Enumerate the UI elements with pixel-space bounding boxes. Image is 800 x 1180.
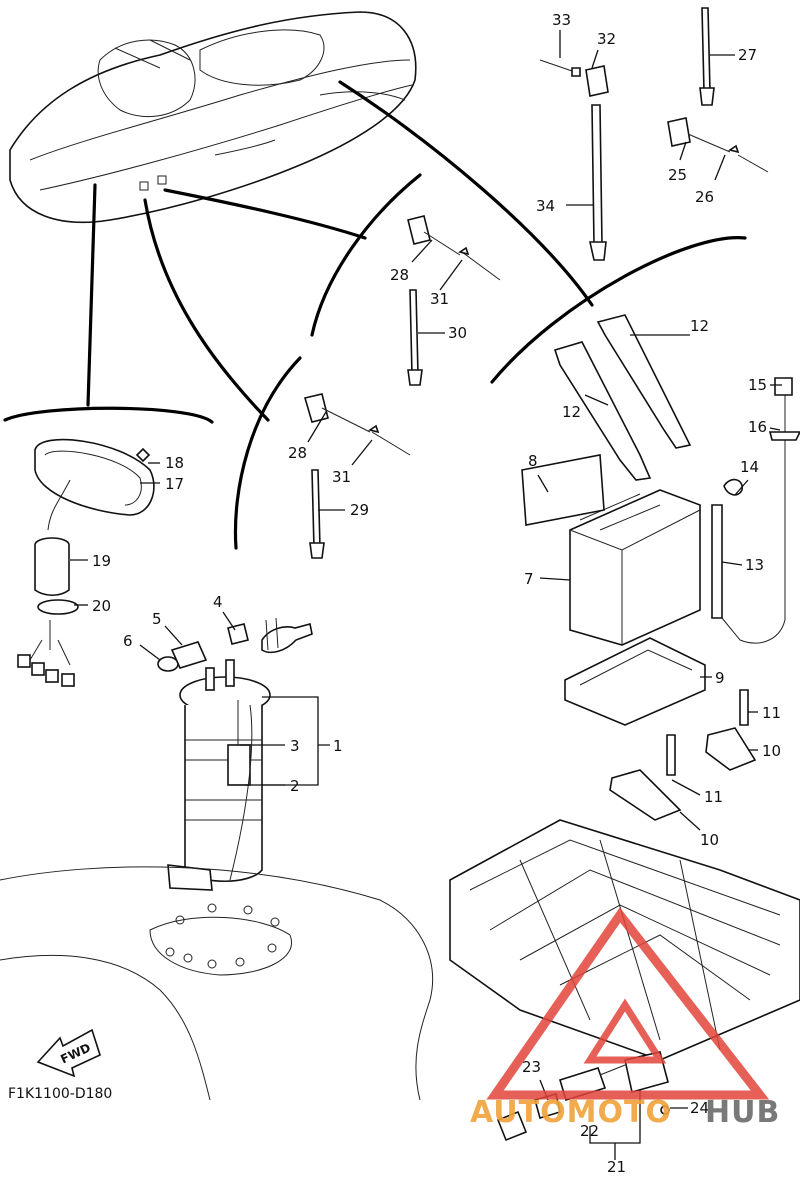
callout-22: 22 [580, 1122, 599, 1140]
callout-9: 9 [715, 669, 725, 687]
callout-27: 27 [738, 46, 757, 64]
ties-top-group [539, 7, 769, 261]
callout-19: 19 [92, 552, 111, 570]
callout-16: 16 [748, 418, 767, 436]
fuel-cap-group [17, 438, 155, 687]
callout-11-left: 11 [704, 788, 723, 806]
callout-numbers: 1 2 3 4 5 6 7 8 9 10 10 11 11 12 12 13 1… [92, 11, 781, 1176]
callout-25: 25 [668, 166, 687, 184]
battery-group [521, 314, 800, 821]
callout-34: 34 [536, 197, 555, 215]
callout-28-lower: 28 [288, 444, 307, 462]
callout-20: 20 [92, 597, 111, 615]
bracket-battery [490, 236, 747, 384]
hull-lower-illustration [0, 866, 434, 1101]
callout-29: 29 [350, 501, 369, 519]
watermark-triangle-outer [486, 907, 770, 1100]
callout-30: 30 [448, 324, 467, 342]
callout-23: 23 [522, 1058, 541, 1076]
callout-18: 18 [165, 454, 184, 472]
callout-8: 8 [528, 452, 538, 470]
callout-13: 13 [745, 556, 764, 574]
callout-32: 32 [597, 30, 616, 48]
fwd-arrow: FWD [36, 1028, 101, 1078]
bracket-fuel-cap [3, 406, 214, 424]
callout-leaders [70, 30, 782, 1160]
watermark-text-hub: HUB [705, 1095, 780, 1130]
callout-5: 5 [152, 610, 162, 628]
callout-7: 7 [524, 570, 534, 588]
callout-4: 4 [213, 593, 223, 611]
callout-17: 17 [165, 475, 184, 493]
bracket-ties-upper [310, 173, 422, 337]
callout-12-lower: 12 [562, 403, 581, 421]
watermark-logo: AUTOMOTO HUB [470, 907, 780, 1130]
watercraft-illustration [9, 11, 417, 224]
ties-upper-group [407, 215, 501, 386]
callout-21: 21 [607, 1158, 626, 1175]
callout-24: 24 [690, 1099, 709, 1117]
callout-12-upper: 12 [690, 317, 709, 335]
leader-to-fuel-pump [143, 198, 270, 422]
callout-2: 2 [290, 777, 300, 795]
bracket-ties-lower [233, 356, 302, 550]
callout-31-lower: 31 [332, 468, 351, 486]
callout-31-upper: 31 [430, 290, 449, 308]
callout-28-upper: 28 [390, 266, 409, 284]
leader-to-fuel-cap [86, 183, 97, 407]
fuel-pump-group [157, 617, 313, 891]
callout-15: 15 [748, 376, 767, 394]
callout-11-right: 11 [762, 704, 781, 722]
ties-lower-group [303, 393, 411, 559]
leader-to-ties-upper [163, 188, 367, 240]
battery-tray-frame [449, 819, 800, 1061]
leader-to-battery [338, 80, 594, 307]
callout-14: 14 [740, 458, 759, 476]
diagram-code: F1K1100-D180 [8, 1086, 112, 1102]
callout-3: 3 [290, 737, 300, 755]
leader-lines [3, 80, 747, 550]
callout-10-left: 10 [700, 831, 719, 849]
watermark-text-auto: AUTOMOTO [470, 1095, 672, 1130]
callout-26: 26 [695, 188, 714, 206]
callout-1: 1 [333, 737, 343, 755]
watermark-triangle-inner [583, 998, 667, 1064]
callout-6: 6 [123, 632, 133, 650]
callout-33: 33 [552, 11, 571, 29]
callout-10-right: 10 [762, 742, 781, 760]
